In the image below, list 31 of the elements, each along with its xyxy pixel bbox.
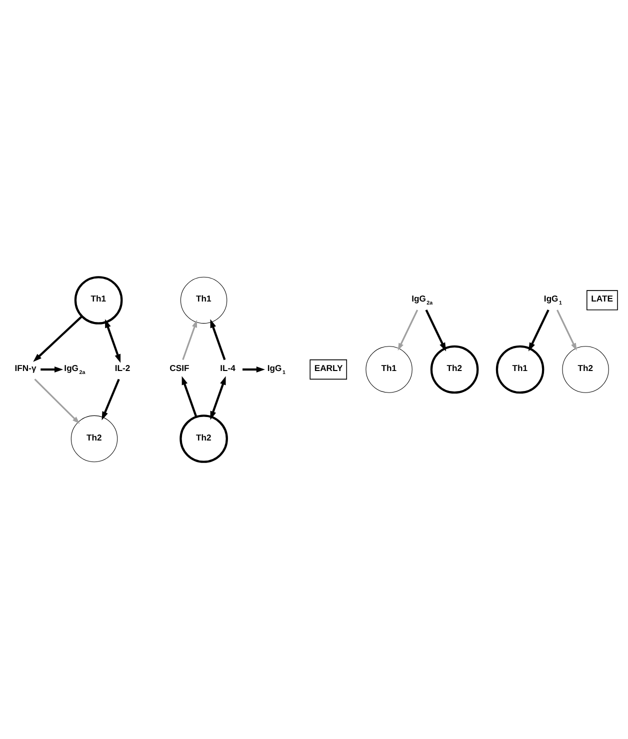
node-text: IgG$_{2a}$ [412,294,433,307]
node-text: IFN-γ [14,363,36,374]
node-text: CSIF [170,363,190,374]
arrow [105,319,121,363]
arrow [40,366,64,373]
node-circle: Th2 [180,414,228,463]
arrow [210,376,226,420]
node-circle: Th1 [496,345,544,394]
node-circle: Th1 [74,276,123,324]
arrow [398,310,418,351]
node-circle: Th1 [180,276,228,324]
node-text: IgG$_{2a}$ [64,363,86,376]
arrow [210,319,226,360]
arrow [556,310,577,351]
arrow [242,366,266,373]
arrow [34,378,80,424]
arrow [182,320,198,360]
node-text: IgG$_{1}$ [544,294,562,307]
node-box: EARLY [310,359,348,380]
arrow [33,316,83,362]
node-circle: Th1 [366,346,412,393]
node-circle: Th2 [430,345,479,394]
arrow [528,310,550,352]
node-text: IgG$_{1}$ [267,363,286,376]
arrow [182,376,198,418]
node-text: IL-4 [220,363,236,374]
node-circle: Th2 [562,346,609,393]
arrow [425,310,446,352]
node-text: IL-2 [114,363,130,374]
arrow [102,378,120,420]
node-box: LATE [586,290,618,310]
